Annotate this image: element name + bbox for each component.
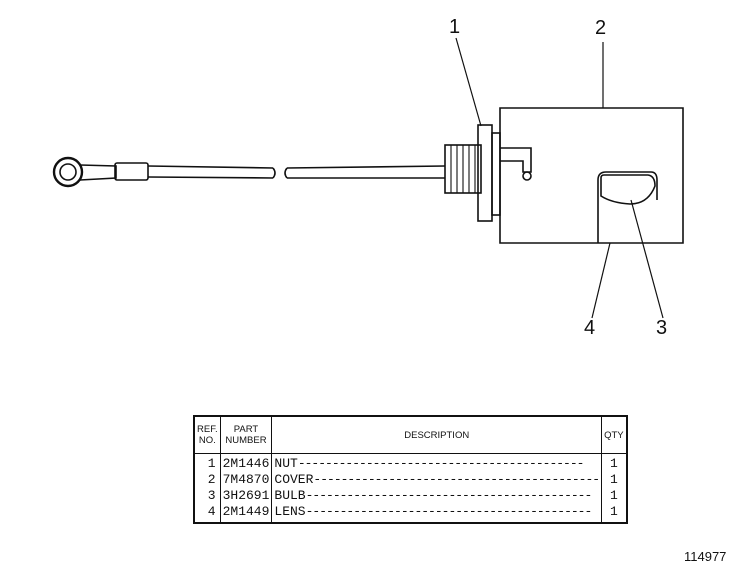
table-header-row: REF. NO. PART NUMBER DESCRIPTION QTY xyxy=(194,416,627,454)
table-row: 4 2M1449 LENS---------------------------… xyxy=(194,504,627,523)
washer xyxy=(491,132,501,216)
row-description: BULB------------------------------------… xyxy=(271,488,602,504)
header-qty: QTY xyxy=(601,416,627,454)
row-part-number: 2M1449 xyxy=(219,504,272,523)
row-ref: 2 xyxy=(207,472,216,487)
leader-1 xyxy=(455,37,482,127)
row-qty: 1 xyxy=(601,504,627,523)
row-ref: 4 xyxy=(207,504,216,519)
row-ref: 3 xyxy=(207,488,216,503)
table-row: 1 2M1446 NUT----------------------------… xyxy=(194,453,627,472)
wire-left xyxy=(147,165,274,179)
row-qty: 1 xyxy=(601,488,627,504)
row-description: NUT-------------------------------------… xyxy=(271,453,602,472)
wire-right xyxy=(286,165,446,179)
wire-break-left xyxy=(272,167,276,179)
callout-1: 1 xyxy=(449,16,460,38)
row-qty: 1 xyxy=(601,453,627,472)
table-row: 2 7M4870 COVER--------------------------… xyxy=(194,472,627,488)
callout-3: 3 xyxy=(656,317,667,339)
drawing-number: 114977 xyxy=(684,549,727,564)
header-description: DESCRIPTION xyxy=(271,416,602,454)
parts-table: REF. NO. PART NUMBER DESCRIPTION QTY 1 2… xyxy=(193,415,628,524)
terminal-crimp xyxy=(79,164,117,181)
header-part-number: PART NUMBER xyxy=(219,416,272,454)
leader-4 xyxy=(591,242,611,319)
callout-4: 4 xyxy=(584,317,595,339)
ring-terminal xyxy=(52,156,84,188)
leader-3 xyxy=(630,199,664,319)
row-part-number: 7M4870 xyxy=(219,472,272,488)
nut xyxy=(477,124,493,222)
bayonet-slot xyxy=(500,147,532,173)
row-description: COVER-----------------------------------… xyxy=(271,472,602,488)
row-description: LENS------------------------------------… xyxy=(271,504,602,523)
wire-break-right xyxy=(284,167,288,179)
row-part-number: 2M1446 xyxy=(219,453,272,472)
ring-terminal-hole xyxy=(59,163,77,181)
table-row: 3 3H2691 BULB---------------------------… xyxy=(194,488,627,504)
row-ref: 1 xyxy=(207,456,216,471)
row-qty: 1 xyxy=(601,472,627,488)
lens-window xyxy=(597,171,658,243)
row-part-number: 3H2691 xyxy=(219,488,272,504)
bayonet-pin xyxy=(522,171,532,181)
cover-body xyxy=(499,107,684,244)
lens xyxy=(600,174,656,205)
threads xyxy=(450,145,476,193)
header-ref-no: REF. NO. xyxy=(194,416,221,454)
callout-2: 2 xyxy=(595,17,606,39)
wire-sleeve xyxy=(114,162,149,181)
